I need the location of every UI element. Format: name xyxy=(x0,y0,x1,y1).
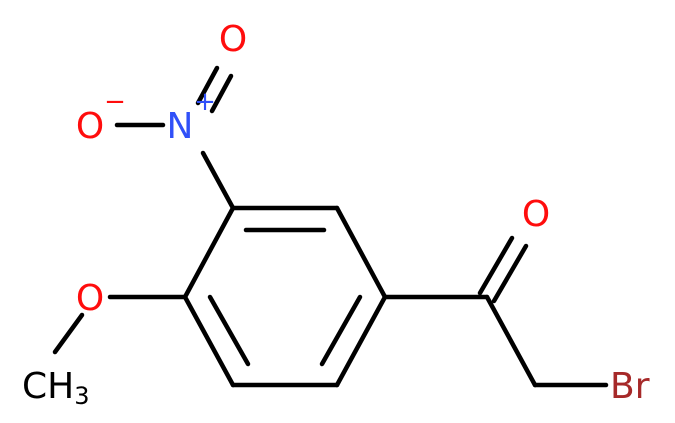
bond-o-ch3 xyxy=(52,312,85,355)
ch3-main: CH xyxy=(22,366,74,407)
bond-carbonyl-ch2 xyxy=(484,294,538,388)
bond-c1-n xyxy=(200,150,236,211)
ring-bond-c5-c6 xyxy=(182,294,236,388)
bond-n-o-top-1 xyxy=(195,65,220,106)
charge-o-nitro-left: − xyxy=(104,87,126,117)
atom-br: Br xyxy=(610,366,650,407)
atom-n-nitro: N xyxy=(167,106,194,147)
atom-o-methoxy: O xyxy=(76,278,104,319)
bonds xyxy=(52,65,609,388)
atom-labels: O O − N + O O Br CH3 xyxy=(22,19,650,410)
ring-bond-c3-c4 xyxy=(334,294,388,388)
atom-o-carbonyl: O xyxy=(522,194,550,235)
ring-bond-c6-c1 xyxy=(182,205,236,300)
bond-n-o-top-2 xyxy=(209,73,234,114)
ch3-subscript: 3 xyxy=(74,382,89,410)
bond-carbonyl-o-2 xyxy=(491,243,529,304)
ring-bond-c3-c4-inner xyxy=(319,294,363,367)
bond-carbonyl-o-1 xyxy=(477,235,515,296)
atom-ch3: CH3 xyxy=(22,366,90,410)
atom-o-nitro-top: O xyxy=(219,19,247,60)
ring-bond-c5-c6-inner xyxy=(207,294,251,367)
charge-n-nitro: + xyxy=(194,87,216,117)
atom-o-nitro-left: O xyxy=(76,106,104,147)
ring-bond-c2-c3 xyxy=(334,205,388,300)
